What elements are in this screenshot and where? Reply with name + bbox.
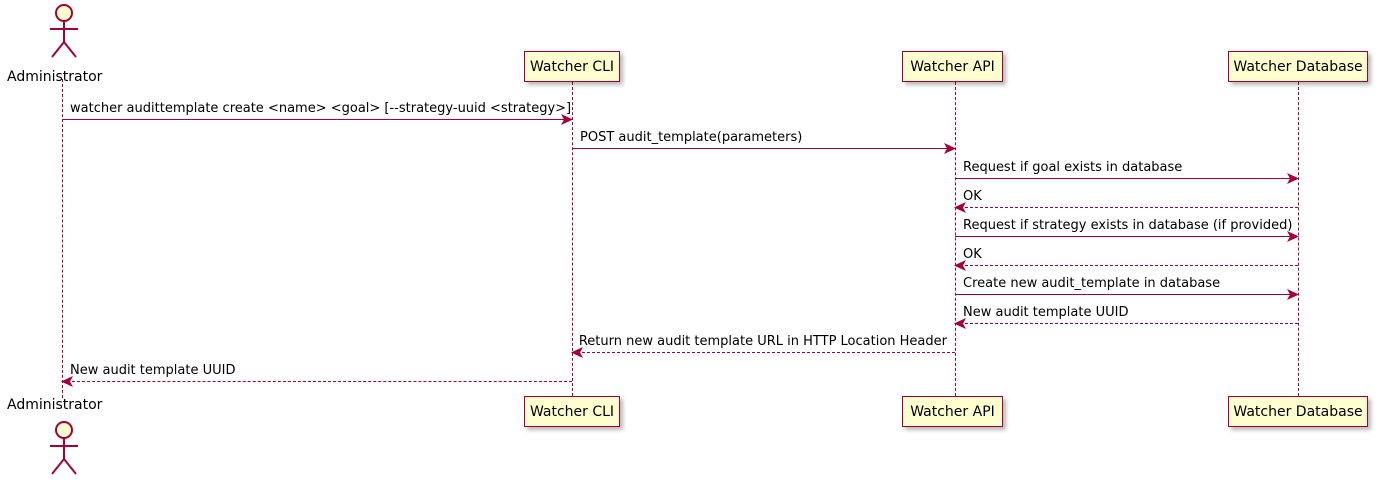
message-5-line [955,236,1298,237]
message-5-label: Request if strategy exists in database (… [963,218,1293,233]
participant-watcher-cli-top[interactable]: Watcher CLI [524,51,620,82]
participant-label-watcher-cli-bottom: Watcher CLI [529,403,615,420]
message-10-line [62,381,572,382]
message-6-line [955,265,1298,266]
arrowhead-right-1 [561,114,573,125]
message-9-line [572,352,955,353]
lifeline-administrator [62,79,63,398]
participant-watcher-api-top[interactable]: Watcher API [902,51,1003,82]
actor-administrator-top [42,2,82,58]
lifeline-watcher-database [1298,82,1299,396]
actor-label-administrator-bottom: Administrator [7,397,103,413]
message-4-line [955,207,1298,208]
arrowhead-left-4 [954,202,966,213]
arrowhead-right-5 [1287,231,1299,242]
actor-administrator-bottom [42,419,82,475]
message-1-label: watcher audittemplate create <name> <goa… [70,101,572,116]
participant-label-watcher-database-top: Watcher Database [1233,58,1363,75]
message-2-line [572,148,955,149]
lifeline-watcher-api [955,82,956,396]
message-3-label: Request if goal exists in database [963,160,1183,175]
arrowhead-left-6 [954,260,966,271]
message-6-label: OK [963,247,982,262]
participant-label-watcher-database-bottom: Watcher Database [1233,403,1363,420]
arrowhead-left-9 [571,347,583,358]
message-8-line [955,323,1298,324]
participant-label-watcher-api-top: Watcher API [910,58,995,75]
arrowhead-right-3 [1287,173,1299,184]
message-2-label: POST audit_template(parameters) [580,130,803,145]
message-10-label: New audit template UUID [70,363,236,378]
arrowhead-right-7 [1287,289,1299,300]
message-9-label: Return new audit template URL in HTTP Lo… [578,334,947,349]
participant-label-watcher-cli-top: Watcher CLI [529,58,615,75]
lifeline-watcher-cli [572,82,573,396]
message-4-label: OK [963,189,982,204]
arrowhead-right-2 [944,143,956,154]
participant-watcher-database-bottom[interactable]: Watcher Database [1228,396,1368,427]
message-7-line [955,294,1298,295]
participant-label-watcher-api-bottom: Watcher API [910,403,995,420]
participant-watcher-database-top[interactable]: Watcher Database [1228,51,1368,82]
message-1-line [62,119,572,120]
participant-watcher-api-bottom[interactable]: Watcher API [902,396,1003,427]
actor-label-administrator-top: Administrator [7,69,103,85]
message-7-label: Create new audit_template in database [963,276,1221,291]
message-8-label: New audit template UUID [963,305,1129,320]
message-3-line [955,178,1298,179]
arrowhead-left-8 [954,318,966,329]
arrowhead-left-10 [61,376,73,387]
participant-watcher-cli-bottom[interactable]: Watcher CLI [524,396,620,427]
